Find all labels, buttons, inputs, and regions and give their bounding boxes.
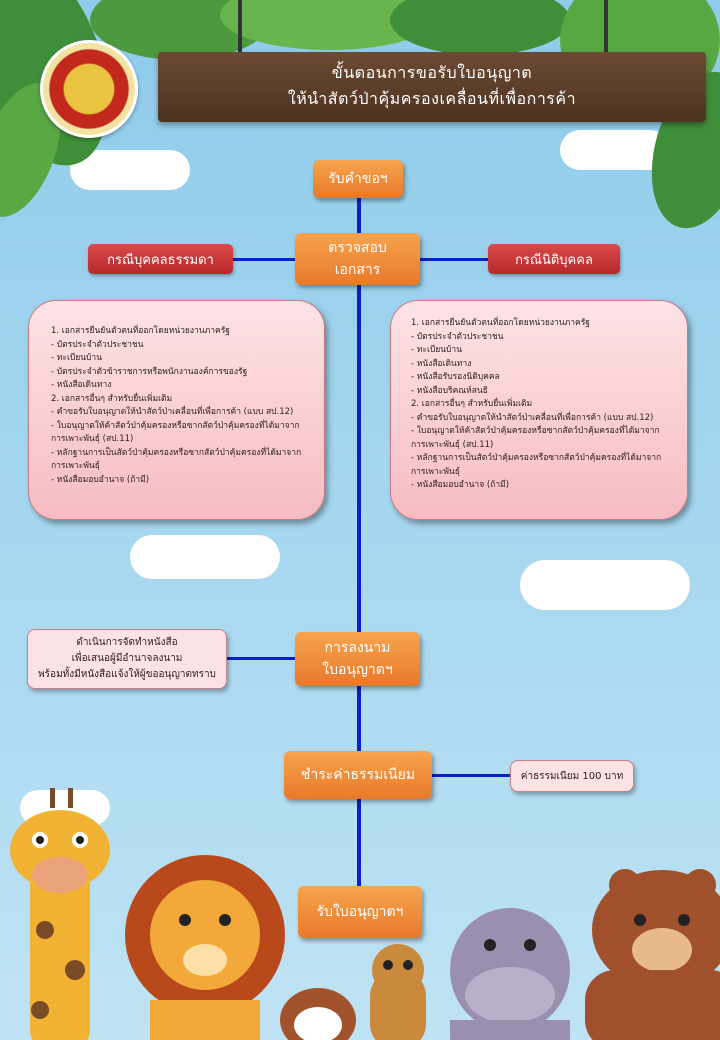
juristic-document-item: - หนังสือเดินทาง	[411, 358, 472, 369]
juristic-document-item: - บัตรประจำตัวประชาชน	[411, 331, 504, 342]
sign-note-box: ดำเนินการจัดทำหนังสือ เพื่อเสนอผู้มีอำนา…	[27, 629, 227, 689]
cloud	[70, 150, 190, 190]
connector-line	[233, 258, 295, 261]
step-receive-license-label: รับใบอนุญาตฯ	[316, 904, 404, 920]
lion-icon	[125, 855, 285, 1040]
individual-document-item: - หลักฐานการเป็นสัตว์ป่าคุ้มครองหรือซากส…	[51, 447, 302, 458]
hippo-icon	[450, 908, 570, 1040]
department-seal-logo	[40, 40, 138, 138]
individual-document-item: - บัตรประจำตัวประชาชน	[51, 339, 144, 350]
step-sign-license: การลงนาม ใบอนุญาตฯ	[295, 632, 420, 686]
page-title-line1: ขั้นตอนการขอรับใบอนุญาต	[331, 63, 533, 82]
header-sign: ขั้นตอนการขอรับใบอนุญาต ให้นำสัตว์ป่าคุ้…	[158, 52, 706, 122]
juristic-document-item: - หนังสือมอบอำนาจ (ถ้ามี)	[411, 480, 510, 490]
cloud	[520, 560, 690, 610]
page-title-line2: ให้นำสัตว์ป่าคุ้มครองเคลื่อนที่เพื่อการค…	[287, 89, 577, 108]
meerkat-icon	[370, 944, 426, 1040]
label-juristic-text: กรณีนิติบุคคล	[515, 252, 593, 268]
cloud	[560, 130, 670, 170]
step-pay-fee-label: ชำระค่าธรรมเนียม	[300, 767, 416, 783]
individual-document-item: - ใบอนุญาตให้ค้าสัตว์ป่าคุ้มครองหรือซากส…	[51, 420, 300, 431]
juristic-document-item: - หลักฐานการเป็นสัตว์ป่าคุ้มครองหรือซากส…	[411, 453, 662, 463]
fee-note-box: ค่าธรรมเนียม 100 บาท	[510, 760, 634, 792]
animals-illustration	[10, 788, 720, 1040]
label-juristic: กรณีนิติบุคคล	[488, 244, 620, 274]
juristic-document-item: - หนังสือรับรองนิติบุคคล	[411, 372, 500, 382]
sign-note-line1: ดำเนินการจัดทำหนังสือ	[76, 637, 178, 648]
connector-line	[420, 258, 488, 261]
giraffe-icon	[10, 788, 110, 1040]
sign-note-line3: พร้อมทั้งมีหนังสือแจ้งให้ผู้ขออนุญาตทราบ	[38, 669, 216, 680]
fee-note-text: ค่าธรรมเนียม 100 บาท	[520, 770, 624, 782]
step-receive-license: รับใบอนุญาตฯ	[298, 886, 422, 938]
juristic-document-item: 2. เอกสารอื่นๆ สำหรับยื่นเพิ่มเติม	[411, 399, 533, 409]
step-check-documents: ตรวจสอบ เอกสาร	[295, 233, 420, 285]
step-sign-license-line2: ใบอนุญาตฯ	[322, 662, 393, 678]
individual-document-item: - หนังสือมอบอำนาจ (ถ้ามี)	[51, 474, 150, 485]
individual-document-item: - คำขอรับใบอนุญาตให้นำสัตว์ป่าเคลื่อนที่…	[51, 407, 294, 417]
connector-line	[432, 774, 510, 777]
individual-document-item: การเพาะพันธุ์ (สป.11)	[51, 434, 134, 444]
juristic-document-item: การเพาะพันธุ์	[411, 466, 460, 477]
individual-document-item: การเพาะพันธุ์	[51, 461, 100, 471]
individual-document-item: - ทะเบียนบ้าน	[51, 353, 103, 363]
step-receive-request: รับคำขอฯ	[313, 160, 403, 198]
step-receive-request-label: รับคำขอฯ	[328, 171, 388, 187]
red-panda-icon	[280, 988, 356, 1040]
step-pay-fee: ชำระค่าธรรมเนียม	[284, 751, 432, 799]
individual-document-item: 1. เอกสารยืนยันตัวตนที่ออกโดยหน่วยงานภาค…	[51, 326, 230, 336]
connector-line	[225, 657, 295, 660]
juristic-documents-box: 1. เอกสารยืนยันตัวตนที่ออกโดยหน่วยงานภาค…	[390, 300, 688, 520]
individual-document-item: 2. เอกสารอื่นๆ สำหรับยื่นเพิ่มเติม	[51, 393, 173, 404]
juristic-document-item: - คำขอรับใบอนุญาตให้นำสัตว์ป่าเคลื่อนที่…	[411, 412, 654, 423]
juristic-document-item: - หนังสือบริคณห์สนธิ	[411, 385, 488, 396]
label-individual-text: กรณีบุคคลธรรมดา	[107, 252, 214, 268]
sign-note-line2: เพื่อเสนอผู้มีอำนาจลงนาม	[71, 653, 183, 664]
individual-document-item: - หนังสือเดินทาง	[51, 380, 112, 390]
connector-line	[357, 198, 361, 893]
cloud	[130, 535, 280, 579]
juristic-document-item: 1. เอกสารยืนยันตัวตนที่ออกโดยหน่วยงานภาค…	[411, 318, 590, 328]
individual-documents-box: 1. เอกสารยืนยันตัวตนที่ออกโดยหน่วยงานภาค…	[28, 300, 325, 520]
bear-icon	[585, 869, 720, 1040]
step-sign-license-line1: การลงนาม	[324, 640, 391, 656]
label-individual: กรณีบุคคลธรรมดา	[88, 244, 233, 274]
step-check-documents-line2: เอกสาร	[334, 262, 381, 278]
juristic-document-item: - ใบอนุญาตให้ค้าสัตว์ป่าคุ้มครองหรือซากส…	[411, 426, 660, 436]
individual-document-item: - บัตรประจำตัวข้าราชการหรือพนักงานองค์กา…	[51, 366, 248, 377]
step-check-documents-line1: ตรวจสอบ	[328, 240, 387, 256]
juristic-document-item: การเพาะพันธุ์ (สป.11)	[411, 439, 494, 450]
juristic-document-item: - ทะเบียนบ้าน	[411, 345, 463, 355]
